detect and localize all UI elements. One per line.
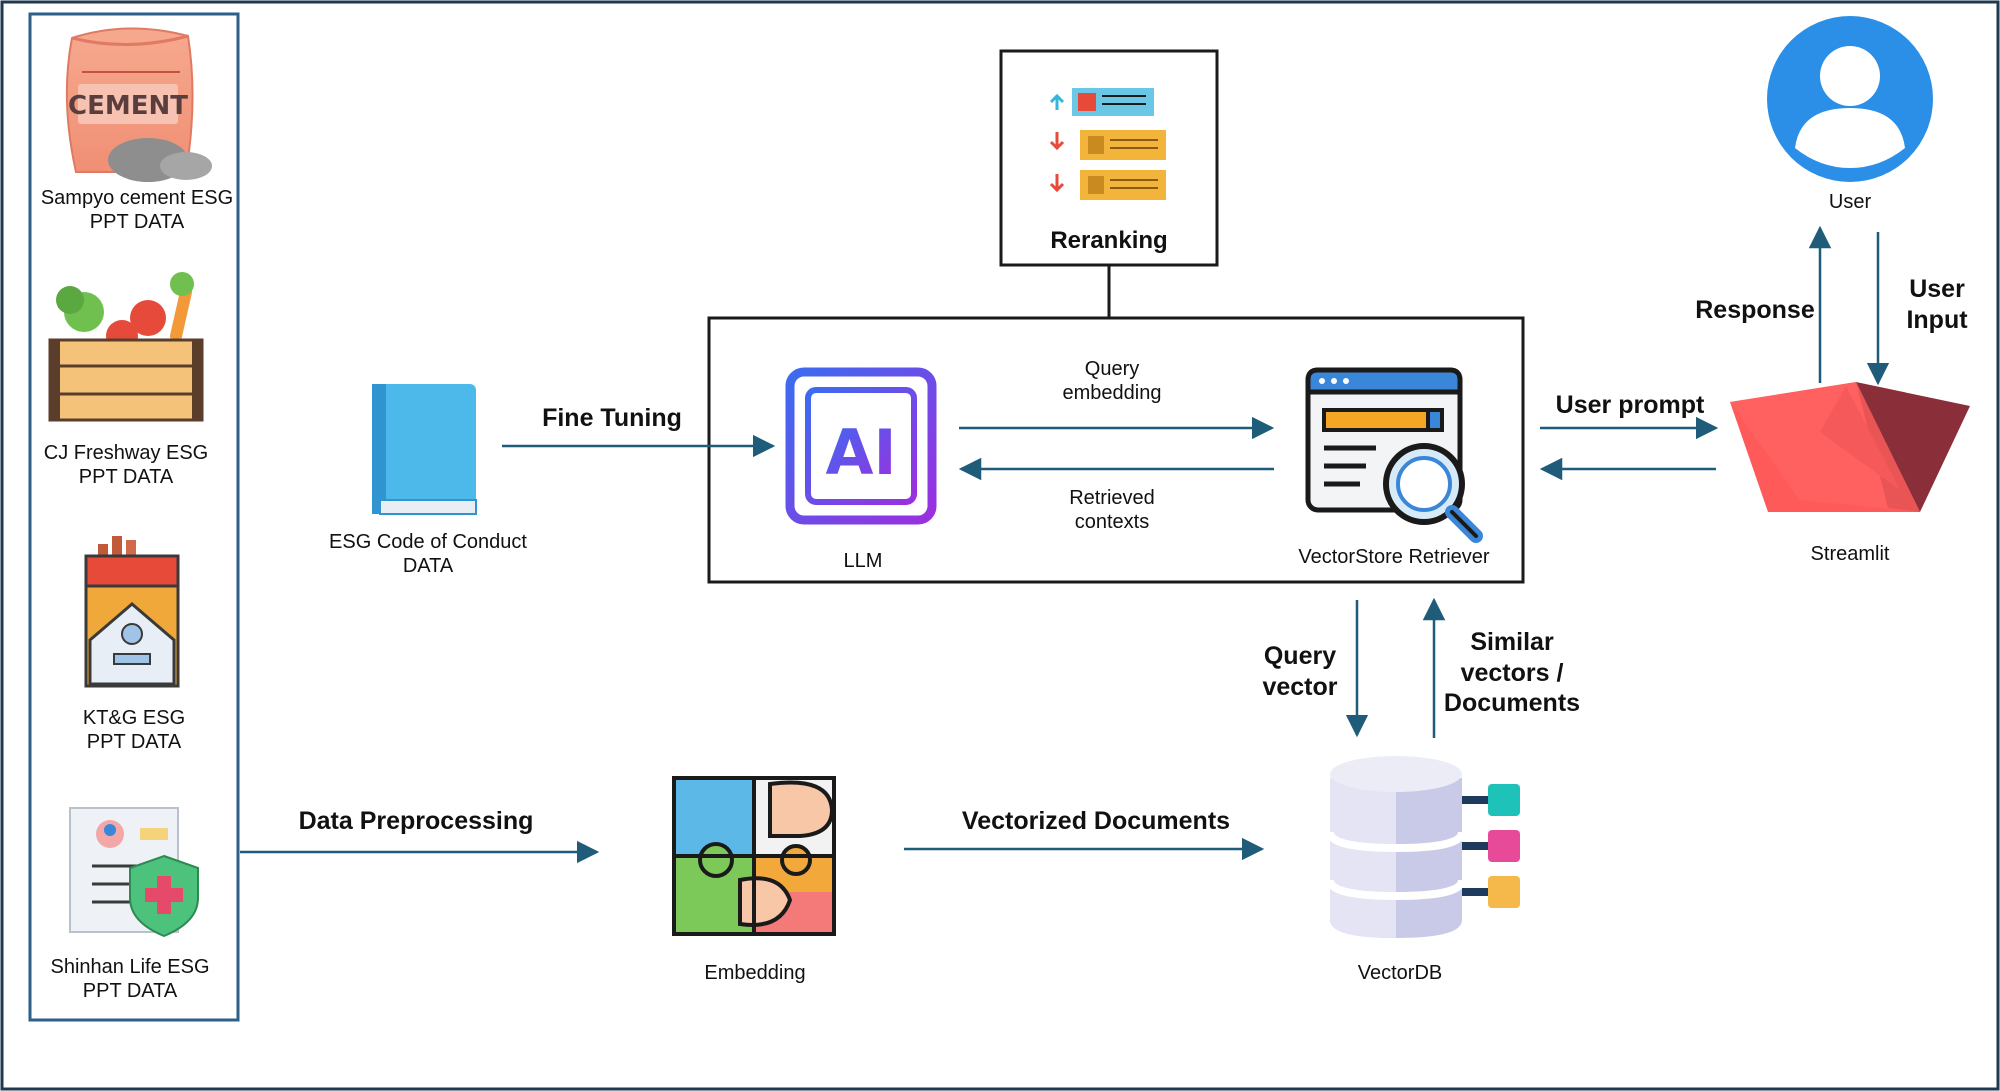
query-embedding-label: Query embedding — [1022, 357, 1202, 406]
code-of-conduct-line2: DATA — [402, 555, 454, 578]
similar-vectors-label: Similar vectors / Documents — [1436, 627, 1588, 719]
ranking-list-icon — [1049, 88, 1166, 200]
fine-tuning-label: Fine Tuning — [542, 404, 682, 432]
similar-vectors-line3: Documents — [1443, 689, 1581, 717]
retrieved-contexts-line2: contexts — [1074, 511, 1150, 534]
source-label-shinhan: Shinhan Life ESG PPT DATA — [30, 955, 230, 1004]
user-input-line1: User — [1909, 275, 1965, 303]
streamlit-boat-icon — [1730, 382, 1970, 512]
insurance-document-icon — [69, 807, 199, 938]
browser-search-icon — [1305, 367, 1483, 543]
source-label-ktng: KT&G ESG PPT DATA — [34, 706, 234, 755]
source-label-line2: PPT DATA — [89, 211, 185, 234]
query-embedding-line1: Query — [1084, 358, 1140, 380]
llm-label: LLM — [843, 550, 883, 572]
streamlit-label: Streamlit — [1810, 543, 1890, 565]
source-label-cj: CJ Freshway ESG PPT DATA — [26, 441, 226, 490]
vectordb-label: VectorDB — [1357, 962, 1443, 984]
user-input-label: User Input — [1892, 274, 1982, 335]
query-vector-line2: vector — [1262, 672, 1338, 701]
cement-icon-text: CEMENT — [68, 91, 188, 121]
data-preprocessing-label: Data Preprocessing — [298, 807, 534, 835]
rag-core-box — [707, 316, 1525, 584]
vegetable-crate-icon — [48, 272, 204, 422]
ai-chip-text: AI — [825, 416, 896, 489]
book-icon — [372, 384, 477, 515]
ai-chip-icon: AI — [774, 356, 948, 536]
query-vector-label: Query vector — [1250, 641, 1350, 702]
similar-vectors-line1: Similar — [1470, 628, 1554, 656]
query-vector-line1: Query — [1263, 642, 1337, 670]
user-prompt-label: User prompt — [1555, 391, 1705, 419]
retrieved-contexts-label: Retrieved contexts — [1022, 486, 1202, 535]
source-label-line1: CJ Freshway ESG — [43, 442, 209, 464]
cement-bag-icon: CEMENT — [65, 27, 212, 182]
source-label-line2: PPT DATA — [78, 466, 174, 489]
response-label: Response — [1695, 296, 1815, 324]
reranking-label: Reranking — [1050, 227, 1168, 254]
retrieved-contexts-line1: Retrieved — [1069, 487, 1155, 509]
database-icon — [1326, 756, 1520, 938]
code-of-conduct-line1: ESG Code of Conduct — [329, 531, 527, 553]
code-of-conduct-label: ESG Code of Conduct DATA — [308, 530, 548, 579]
user-label: User — [1828, 191, 1872, 213]
cigarette-pack-icon — [84, 536, 180, 688]
source-label-line2: PPT DATA — [82, 980, 178, 1003]
similar-vectors-line2: vectors / — [1460, 658, 1564, 687]
source-label-line1: KT&G ESG — [82, 707, 186, 729]
user-input-line2: Input — [1906, 305, 1968, 334]
user-avatar-icon — [1767, 16, 1933, 182]
source-label-line1: Sampyo cement ESG — [40, 187, 234, 209]
retriever-label: VectorStore Retriever — [1298, 546, 1490, 568]
embedding-label: Embedding — [704, 962, 806, 984]
puzzle-hands-icon — [672, 776, 836, 936]
source-label-line1: Shinhan Life ESG — [50, 956, 210, 978]
vectorized-documents-label: Vectorized Documents — [961, 807, 1231, 835]
source-label-sampyo: Sampyo cement ESG PPT DATA — [34, 186, 240, 235]
source-panel — [28, 12, 240, 1022]
source-label-line2: PPT DATA — [86, 731, 182, 754]
query-embedding-line2: embedding — [1062, 382, 1162, 405]
